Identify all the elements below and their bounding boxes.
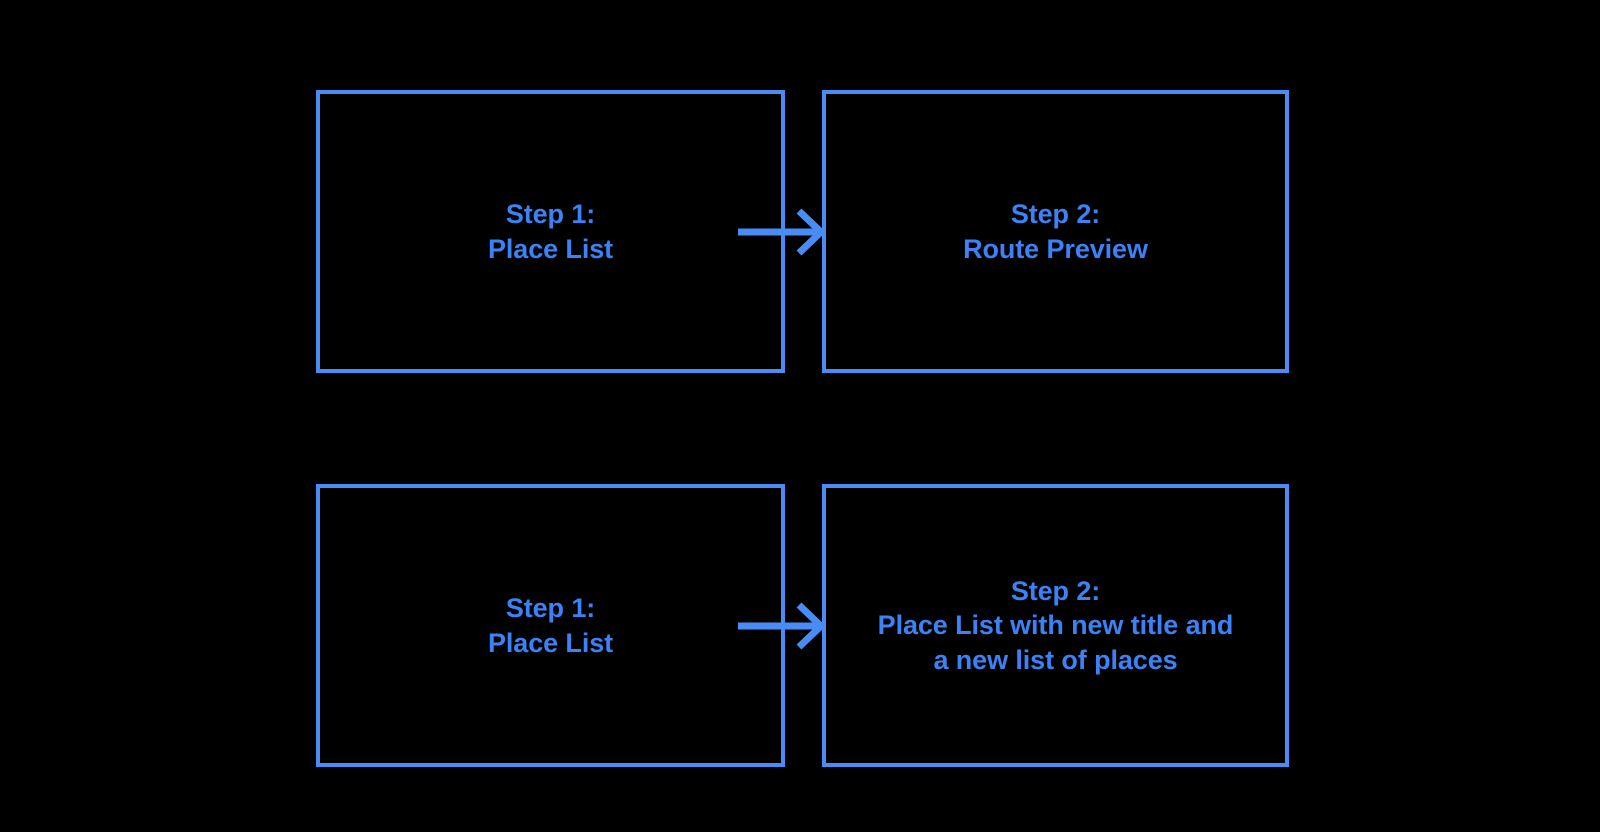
arrow-right-icon [735,598,827,654]
step-box-label: Step 2: Place List with new title and a … [877,575,1234,675]
step-box-label: Step 1: Place List [487,198,614,264]
step-box-route-preview[interactable]: Step 2: Route Preview [822,90,1289,373]
flow-row-new-place-list: Step 1: Place List Step 2: Place List wi… [0,480,1600,770]
step-box-place-list-2[interactable]: Step 1: Place List [316,484,785,767]
arrow-right-icon [735,204,827,260]
step-box-label: Step 2: Route Preview [963,198,1148,264]
flow-row-route-preview: Step 1: Place List Step 2: Route Preview [0,86,1600,376]
step-box-new-place-list[interactable]: Step 2: Place List with new title and a … [822,484,1289,767]
step-box-place-list-1[interactable]: Step 1: Place List [316,90,785,373]
step-box-label: Step 1: Place List [487,592,614,658]
